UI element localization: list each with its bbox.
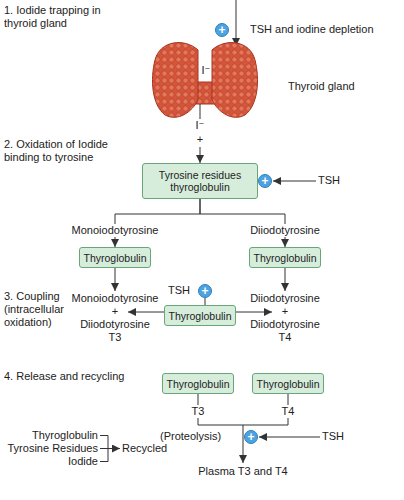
node-text: + [261, 175, 268, 187]
recycle-arrow [108, 448, 120, 449]
flow-connector [200, 199, 285, 247]
stimulus-label: TSH and iodine depletion [250, 23, 400, 36]
stimulus-label: TSH [322, 430, 362, 443]
plus-sign: + [190, 133, 210, 146]
hormone-label: T3 [55, 331, 175, 344]
step-heading: 1. Iodide trapping in thyroid gland [4, 4, 129, 30]
node-text: + [218, 24, 225, 36]
part-name: Thyroid gland [288, 80, 388, 93]
recycled-item: Iodide [0, 455, 98, 468]
merge-line [198, 418, 288, 425]
node-text: Thyroglobulin [256, 378, 319, 390]
stimulus-plus: + [215, 23, 229, 37]
molecule-label: Diiodotyrosine [225, 318, 345, 331]
gland-right-lobe [212, 43, 258, 118]
process-box: Thyroglobulin [249, 247, 321, 268]
process-box: Thyroglobulin [252, 373, 324, 394]
thyroid-gland-illustration [152, 43, 257, 118]
flow-line [200, 104, 201, 119]
molecule-label: Diiodotyrosine [225, 292, 345, 305]
node-text: Tyrosine residues thyroglobulin [143, 169, 257, 193]
hormone-label: T4 [273, 405, 303, 418]
node-text: + [247, 431, 254, 443]
flow-connector [115, 199, 200, 247]
flow-arrow [115, 268, 116, 291]
process-box: Tyrosine residues thyroglobulin [142, 163, 258, 199]
stimulus-plus: + [244, 430, 258, 444]
node-text: Thyroglobulin [168, 310, 231, 322]
plus-sign: + [55, 305, 175, 318]
stimulus-plus: + [198, 284, 212, 298]
plus-sign: + [225, 305, 345, 318]
process-note: (Proteolysis) [160, 430, 240, 443]
ion-label: I⁻ [189, 119, 211, 132]
output-label: Plasma T3 and T4 [183, 465, 303, 478]
stimulus-line [205, 298, 206, 305]
flow-arrow [200, 147, 201, 163]
hormone-label: T3 [183, 405, 213, 418]
molecule-label: Diiodotyrosine [55, 318, 175, 331]
flow-line [288, 394, 289, 405]
flow-arrow [128, 312, 164, 313]
stimulus-arrow [236, 0, 237, 46]
recycle-bracket [100, 436, 108, 462]
process-box: Thyroglobulin [164, 305, 236, 326]
flow-arrow [285, 268, 286, 291]
flow-arrow [243, 425, 244, 463]
ion-label: I⁻ [195, 64, 217, 77]
hormone-label: T4 [225, 331, 345, 344]
stimulus-arrow [259, 437, 320, 438]
stimulus-plus: + [258, 174, 272, 188]
node-text: Thyroglobulin [253, 252, 316, 264]
node-text: Thyroglobulin [83, 252, 146, 264]
process-box: Thyroglobulin [79, 247, 151, 268]
recycled-item: Tyrosine Residues [0, 442, 98, 455]
step-heading: 2. Oxidation of Iodide binding to tyrosi… [4, 138, 134, 164]
flow-arrow [236, 312, 272, 313]
connector-label: Monoiodotyrosine [70, 224, 161, 237]
recycled-item: Thyroglobulin [0, 429, 98, 442]
step-heading: 4. Release and recycling [4, 370, 154, 383]
stimulus-label: TSH [168, 284, 196, 297]
outcome-label: Recycled [122, 442, 192, 455]
process-box: Thyroglobulin [162, 373, 234, 394]
gland-left-lobe [152, 43, 198, 118]
node-text: Thyroglobulin [166, 378, 229, 390]
stimulus-arrow [273, 181, 316, 182]
connector-label: Diiodotyrosine [248, 224, 322, 237]
node-text: + [201, 285, 208, 297]
flow-line [198, 394, 199, 405]
stimulus-label: TSH [318, 174, 358, 187]
molecule-label: Monoiodotyrosine [55, 292, 175, 305]
